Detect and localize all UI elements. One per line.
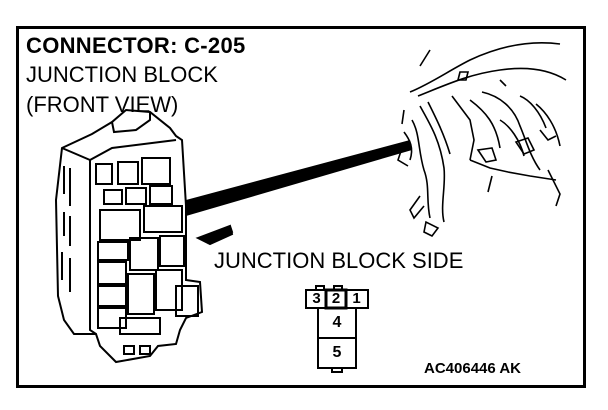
pin-2-label: 2 xyxy=(331,290,341,307)
pointer-arrow xyxy=(195,224,234,246)
pin-1-label: 1 xyxy=(352,290,361,307)
pin-highlight xyxy=(324,288,348,310)
reference-code: AC406446 AK xyxy=(424,360,521,377)
pin-5-label: 5 xyxy=(332,344,342,361)
junction-block-illustration xyxy=(54,108,204,364)
pin-3-label: 3 xyxy=(312,290,321,307)
subtitle-line-2: (FRONT VIEW) xyxy=(26,92,179,117)
junction-block-side-label: JUNCTION BLOCK SIDE xyxy=(214,248,464,273)
dashboard-harness-illustration xyxy=(397,41,567,238)
diagram-frame xyxy=(16,26,586,388)
connector-title: CONNECTOR: C-205 xyxy=(26,33,246,58)
subtitle-line-1: JUNCTION BLOCK xyxy=(26,62,218,87)
callout-wedge xyxy=(186,140,412,216)
pin-4-label: 4 xyxy=(332,314,342,331)
